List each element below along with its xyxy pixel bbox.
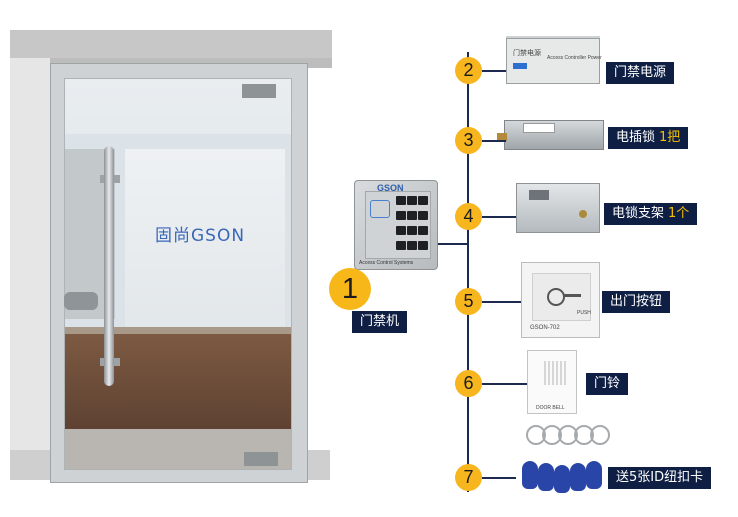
number-badge-6: 6	[455, 370, 482, 397]
exit-button-face: PUSH	[532, 273, 591, 321]
keypad-controller-icon: GSON Access Control Systems	[354, 180, 438, 270]
label-controller-text: 门禁机	[360, 314, 400, 329]
keypad-face	[365, 191, 431, 259]
keypad-key	[418, 211, 428, 220]
glass-door: 固尚GSON	[64, 78, 292, 470]
number-badge-5: 5	[455, 288, 482, 315]
number-badge-7: 7	[455, 464, 482, 491]
connector-tick	[482, 477, 516, 479]
connector-line	[467, 52, 469, 492]
label-lock-bracket-qty: 1个	[668, 206, 690, 221]
power-supply-subtext: Access Controller Power	[547, 55, 602, 61]
card-reader-icon	[370, 200, 390, 218]
connector-tick	[482, 216, 516, 218]
power-led-strip	[513, 63, 527, 69]
counter-top	[65, 327, 291, 337]
label-doorbell-text: 门铃	[594, 376, 621, 391]
bracket-slot	[529, 190, 549, 200]
keypad-key	[407, 241, 417, 250]
label-controller: 门禁机	[352, 311, 408, 333]
exit-model-text: GSON-702	[530, 325, 560, 331]
power-supply-text: 门禁电源	[513, 50, 541, 57]
door-handle	[104, 146, 114, 386]
brand-logo: 固尚GSON	[155, 226, 246, 246]
label-doorbell: 门铃	[586, 373, 629, 395]
bolt-lock-bolt	[497, 133, 507, 141]
number-badge-3: 3	[455, 127, 482, 154]
keyfob	[554, 465, 570, 493]
connector-tick	[482, 140, 506, 142]
keypad-grid	[396, 196, 428, 254]
bracket-screw	[579, 210, 587, 218]
bolt-lock-icon	[497, 120, 604, 150]
wall-left	[10, 58, 50, 453]
keyfob	[538, 463, 554, 491]
keyfob	[586, 461, 602, 489]
number-badge-4: 4	[455, 203, 482, 230]
keypad-key	[396, 241, 406, 250]
key-symbol-icon	[547, 288, 565, 306]
keypad-key	[418, 241, 428, 250]
keyfob	[570, 463, 586, 491]
keypad-key	[396, 211, 406, 220]
power-supply-icon: 门禁电源 Access Controller Power	[506, 38, 602, 84]
id-keyfob-icon	[516, 425, 610, 505]
keypad-connector	[438, 243, 468, 245]
reception-counter	[65, 334, 291, 429]
label-lock-bracket-text: 电锁支架	[612, 206, 665, 221]
number-badge-1: 1	[329, 268, 371, 310]
doorbell-text: DOOR BELL	[536, 405, 565, 411]
exit-button-icon: PUSH GSON-702	[521, 262, 600, 338]
doorbell-speaker	[544, 361, 566, 385]
keypad-subtitle: Access Control Systems	[359, 260, 414, 266]
keyfob	[522, 461, 538, 489]
connector-tick	[482, 383, 527, 385]
label-power-supply-text: 门禁电源	[614, 65, 667, 80]
label-bolt-lock-text: 电插锁	[616, 130, 656, 145]
keypad-key	[418, 196, 428, 205]
label-exit-button: 出门按钮	[602, 291, 671, 313]
keypad-key	[407, 226, 417, 235]
door-pivot-top	[242, 84, 276, 98]
door-pivot-bottom	[244, 452, 278, 466]
label-exit-button-text: 出门按钮	[610, 294, 663, 309]
key-shaft	[563, 294, 581, 297]
exit-push-text: PUSH	[577, 310, 591, 316]
keypad-key	[418, 226, 428, 235]
label-bolt-lock-qty: 1把	[659, 130, 681, 145]
floor-lock-knob	[64, 292, 98, 310]
connector-tick	[482, 70, 506, 72]
label-keyfobs: 送5张ID纽扣卡	[608, 467, 712, 489]
keypad-key	[407, 211, 417, 220]
connector-tick	[482, 301, 521, 303]
keyring	[590, 425, 610, 445]
number-badge-2: 2	[455, 57, 482, 84]
keypad-key	[407, 196, 417, 205]
label-keyfobs-text: 送5张ID纽扣卡	[616, 470, 704, 485]
keypad-key	[396, 226, 406, 235]
keypad-key	[396, 196, 406, 205]
label-power-supply: 门禁电源	[606, 62, 675, 84]
logo-panel: 固尚GSON	[125, 149, 285, 334]
doorbell-icon: DOOR BELL	[527, 350, 577, 414]
lock-bracket-icon	[516, 183, 600, 233]
keypad-brand: GSON	[377, 183, 404, 193]
bolt-lock-label-plate	[523, 123, 555, 133]
